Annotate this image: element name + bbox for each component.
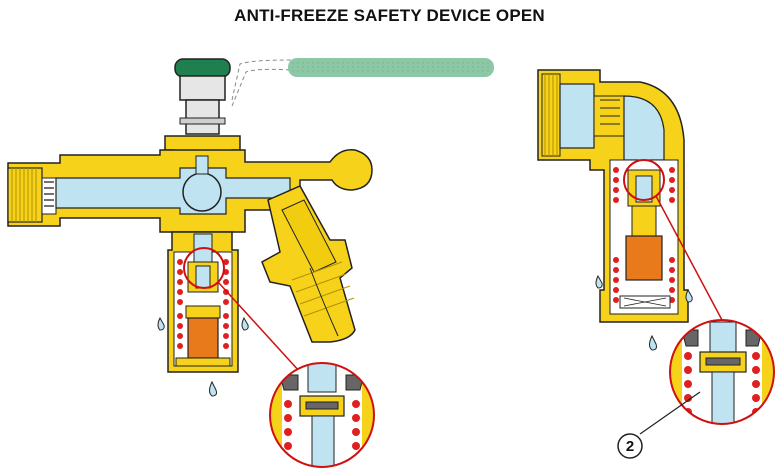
detail-circle-left (183, 247, 225, 289)
thermostatic-element (625, 235, 663, 281)
detail-magnified-right (669, 319, 775, 425)
thermostatic-element (187, 317, 219, 359)
ball-valve (182, 172, 222, 212)
inlet-thread (7, 167, 43, 223)
callout-number: 2 (626, 438, 634, 455)
water-drop-icon (649, 334, 657, 351)
handle-icon (174, 58, 231, 78)
water-drop-icon (685, 288, 693, 303)
water-drop-icon (241, 316, 249, 331)
detail-circle-right (623, 159, 665, 201)
water-drop-icon (209, 380, 217, 397)
handle-dashed-outline (231, 59, 293, 107)
inlet-chamber (559, 83, 595, 149)
callout-2: 2 (617, 391, 701, 459)
left-valve-assembly (7, 58, 494, 397)
water-drop-icon (595, 274, 603, 289)
diagram-title: ANTI-FREEZE SAFETY DEVICE OPEN (234, 6, 545, 25)
outlet-spout (261, 185, 356, 343)
detail-magnified-left (269, 362, 375, 468)
water-drop-icon (157, 316, 165, 331)
right-valve-assembly (537, 69, 723, 351)
